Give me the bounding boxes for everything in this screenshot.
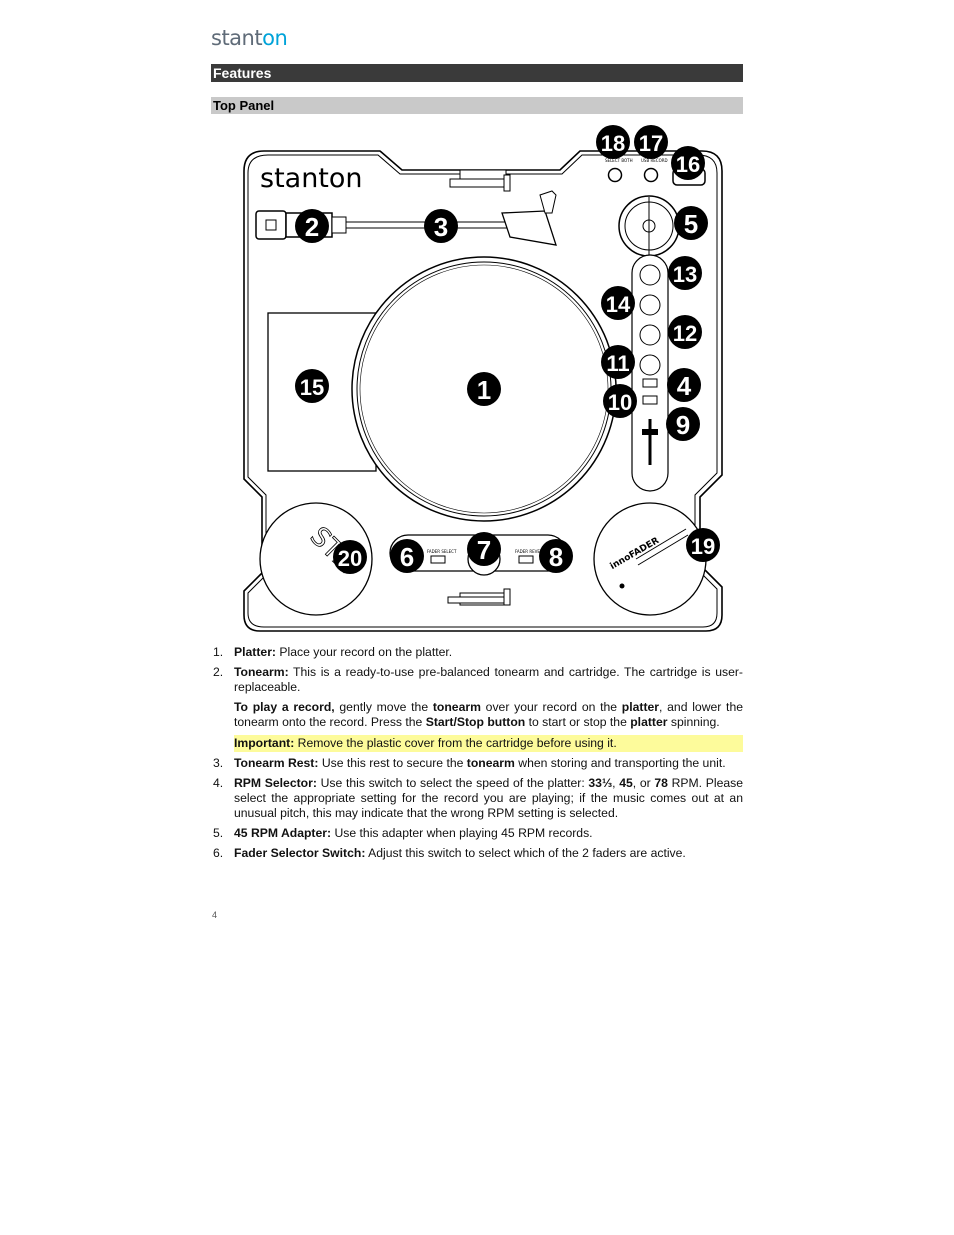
play-instructions: To play a record, gently move the tonear… [234,700,744,729]
subsection-title: Top Panel [211,97,743,114]
callout-12: 12 [673,321,697,346]
callout-14: 14 [606,292,631,317]
callout-11: 11 [606,351,629,376]
callout-17: 17 [639,131,663,156]
callout-6: 6 [400,542,414,572]
callout-4: 4 [677,371,692,401]
list-item: 5.45 RPM Adapter: Use this adapter when … [213,826,593,840]
svg-text:USB RECORD: USB RECORD [641,158,668,163]
callout-16: 16 [676,152,700,177]
callout-10: 10 [608,390,632,415]
callout-1: 1 [477,375,491,405]
callout-13: 13 [673,262,697,287]
list-item: 4.RPM Selector: Use this switch to selec… [213,776,743,820]
callout-2: 2 [305,212,319,242]
callout-8: 8 [549,542,563,572]
callout-20: 20 [338,546,362,571]
callout-18: 18 [601,131,625,156]
callout-3: 3 [434,212,448,242]
list-item: 6.Fader Selector Switch: Adjust this swi… [213,846,686,860]
fader-reverse-label: FADER REVERSE [515,549,548,554]
list-item: 1.Platter: Place your record on the plat… [213,645,453,659]
important-note: Important: Remove the plastic cover from… [234,735,743,752]
page-number: 4 [212,910,218,920]
callout-5: 5 [684,209,698,239]
callout-7: 7 [477,535,491,565]
callout-19: 19 [691,534,715,559]
list-item: 2.Tonearm: This is a ready-to-use pre-ba… [213,665,743,694]
diagram-brand: stanton [260,163,363,194]
section-title: Features [211,64,743,82]
svg-text:SELECT BOTH: SELECT BOTH [605,158,633,163]
turntable-diagram: stanton SELECT BOTH USB RECORD STX innoF… [243,125,723,632]
brand-logo: stanton [211,26,288,50]
list-item: 3.Tonearm Rest: Use this rest to secure … [213,756,726,770]
callout-15: 15 [300,375,324,400]
callout-9: 9 [676,410,690,440]
fader-select-label: FADER SELECT [427,549,457,554]
feature-list: 1.Platter: Place your record on the plat… [211,645,743,866]
